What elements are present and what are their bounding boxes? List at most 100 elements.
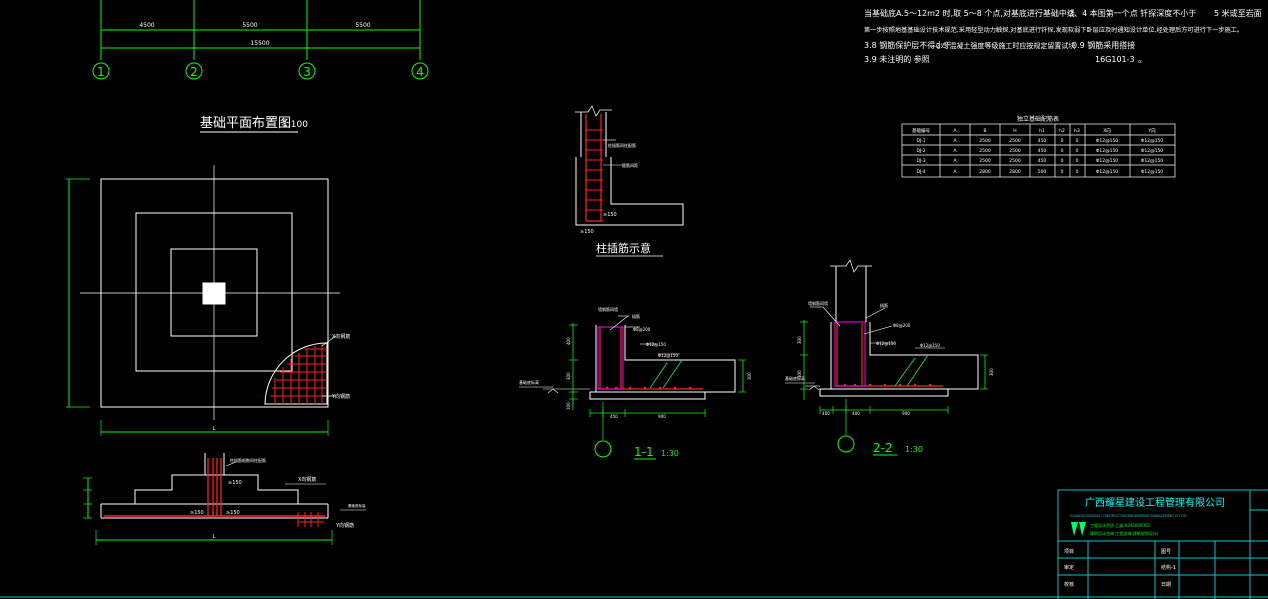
tb-r2-c2: 日期 xyxy=(1161,582,1171,588)
title-block: 广西耀星建设工程管理有限公司 GUANGXI YAOXING CONSTRUCT… xyxy=(1057,489,1268,599)
table-header-cell: Y向 xyxy=(1147,127,1156,134)
s22-bar-4: Φ12@150 xyxy=(876,341,896,346)
axis-label-2: 2 xyxy=(190,65,198,79)
table-cell: DJ-1 xyxy=(916,138,925,144)
table-cell: DJ-4 xyxy=(916,169,925,175)
s11-dim-v3: 100 xyxy=(566,402,571,410)
s22-dim-v1: 300 xyxy=(797,336,802,344)
s11-scale: 1:30 xyxy=(661,449,679,458)
note-line-1c: 5 米或至岩面 xyxy=(1214,8,1262,18)
elev-note-x: X向钢筋 xyxy=(298,476,316,483)
s11-bar-3: Φ8@200 xyxy=(633,327,651,332)
tb-r1-c0: 审定 xyxy=(1064,564,1074,571)
company-cert-2: 建筑设计咨询 工程咨询(建筑规划设计) xyxy=(1090,530,1159,536)
table-cell: 2800 xyxy=(979,169,991,175)
note-line-3b: 2.5 混凝土强度等级施工时应按规定留置试块 xyxy=(936,41,1075,50)
s22-bar-2: 插筋 xyxy=(880,302,888,308)
plan-bar-note-y: Y向钢筋 xyxy=(331,393,350,400)
s22-bar-5: Φ12@150 xyxy=(920,343,940,348)
insert-note-4: ≥150 xyxy=(580,229,594,235)
grid-dim-3: 5500 xyxy=(355,22,370,29)
elev-dim-bottom: L xyxy=(213,534,216,540)
s22-scale: 1:30 xyxy=(905,445,923,454)
company-name: 广西耀星建设工程管理有限公司 xyxy=(1085,496,1225,509)
table-cell: Φ12@150 xyxy=(1141,138,1163,144)
s22-dim-v3: 300 xyxy=(989,368,994,376)
table-cell: Φ12@150 xyxy=(1141,158,1163,164)
table-header-cell: B xyxy=(983,128,986,134)
s22-bar-1: 墙钢筋同墙 xyxy=(808,300,828,306)
s22-title: 2-2 xyxy=(873,441,893,455)
table-header-cell: h2 xyxy=(1059,128,1065,134)
design-notes: 当基础底A.5～12m2 时,取 5～8 个点,对基底进行基础中线 2、4 本图… xyxy=(864,8,1262,64)
s22-elev-label: 基础底标高 xyxy=(785,375,805,381)
insert-note-1: 柱插筋同柱配筋 xyxy=(608,142,636,148)
table-cell: 0 xyxy=(1076,169,1079,175)
tb-r1-c2: 结构-1 xyxy=(1161,564,1176,571)
table-cell: 2500 xyxy=(979,138,991,144)
s22-dim-h2: 400 xyxy=(852,411,860,416)
s11-dim-h2: 900 xyxy=(658,414,666,419)
note-line-1: 当基础底A.5～12m2 时,取 5～8 个点,对基底进行基础中线 xyxy=(864,8,1075,18)
table-cell: 2500 xyxy=(979,158,991,164)
table-cell: 500 xyxy=(1038,169,1047,175)
company-logo xyxy=(1071,522,1086,536)
elev-label-b: ≥150 xyxy=(226,510,240,516)
note-line-4b: 16G101-3 xyxy=(1095,55,1135,64)
table-header-cell: h3 xyxy=(1074,128,1080,134)
table-cell: Φ12@150 xyxy=(1096,148,1118,154)
table-cell: 0 xyxy=(1061,138,1064,144)
plan-scale: 1:100 xyxy=(282,120,308,130)
table-header-cell: h1 xyxy=(1039,128,1045,134)
note-line-4a: 3.9 未注明的 参照 xyxy=(864,54,930,64)
insert-note-2: 箍筋间距 xyxy=(622,162,638,168)
grid-dim-1: 4500 xyxy=(139,22,154,29)
plan-bar-note-x: X向钢筋 xyxy=(332,333,350,340)
footing-elevation: 柱插筋根数同柱配筋 X向钢筋 Y向钢筋 ≥150 ≥150 ≥150 基础底标高… xyxy=(83,453,366,545)
grid-dim-2: 5500 xyxy=(242,22,257,29)
table-cell: Φ12@150 xyxy=(1096,158,1118,164)
table-header-cell: H xyxy=(1013,128,1016,134)
company-name-en: GUANGXI YAOXING CONSTRUCTION ENGINEERING… xyxy=(1070,514,1187,518)
table-cell: A xyxy=(953,169,957,175)
plan-dim-bottom: L xyxy=(213,426,216,432)
table-header-cell: 基础编号 xyxy=(912,127,930,134)
elev-note-insert: 柱插筋根数同柱配筋 xyxy=(230,457,266,463)
table-cell: A xyxy=(953,158,957,164)
table-cell: Φ12@150 xyxy=(1141,148,1163,154)
table-cell: 2500 xyxy=(1009,158,1021,164)
table-cell: Φ12@150 xyxy=(1141,169,1163,175)
axis-label-1: 1 xyxy=(97,65,105,79)
note-line-4c: 。 xyxy=(1138,55,1146,64)
s11-bar-1: 墙钢筋同墙 xyxy=(598,306,618,312)
elev-label-a: ≥150 xyxy=(190,510,204,516)
table-cell: Φ12@150 xyxy=(1096,138,1118,144)
insert-note-3: ≥150 xyxy=(603,212,617,218)
table-cell: Φ12@150 xyxy=(1096,169,1118,175)
section-2-2: 墙钢筋同墙 插筋 Φ8@200 Φ12@150 Φ12@150 基础底标高 30… xyxy=(785,259,994,456)
s11-dim-h1: 450 xyxy=(610,414,618,419)
note-line-3c: 0.9 钢筋采用搭接 xyxy=(1072,40,1135,50)
foundation-plan: 基础平面布置图 1:100 L xyxy=(66,116,350,436)
table-cell: 0 xyxy=(1061,158,1064,164)
table-header-cell: X向 xyxy=(1103,127,1111,134)
note-line-3a: 3.8 钢筋保护层不得小于 xyxy=(864,40,951,50)
s22-dim-h3: 900 xyxy=(902,411,910,416)
axis-label-3: 3 xyxy=(303,65,311,79)
elev-note-y: Y向钢筋 xyxy=(335,522,354,529)
s22-bar-3: Φ8@200 xyxy=(893,323,911,328)
table-cell: 0 xyxy=(1076,158,1079,164)
note-line-2: 第一步按照地基基础设计技术规范,采用轻型动力触探,对基底进行钎探,发现软弱下卧层… xyxy=(864,26,1243,34)
table-cell: 2500 xyxy=(979,148,991,154)
section-1-1: 墙钢筋同墙 插筋 Φ8@200 Φ12@150 Φ12@150 基础底标高 40… xyxy=(519,306,752,460)
note-line-1b: 2、4 本图第一个点 钎探深度不小于 xyxy=(1069,8,1196,18)
table-cell: 0 xyxy=(1076,138,1079,144)
table-cell: DJ-3 xyxy=(916,158,925,164)
s22-dim-h1: 400 xyxy=(822,411,830,416)
elev-elev-label: 基础底标高 xyxy=(348,503,366,508)
table-header-cell: A xyxy=(953,128,957,134)
tb-r2-c0: 校核 xyxy=(1064,581,1074,588)
plan-title: 基础平面布置图 xyxy=(200,116,291,131)
